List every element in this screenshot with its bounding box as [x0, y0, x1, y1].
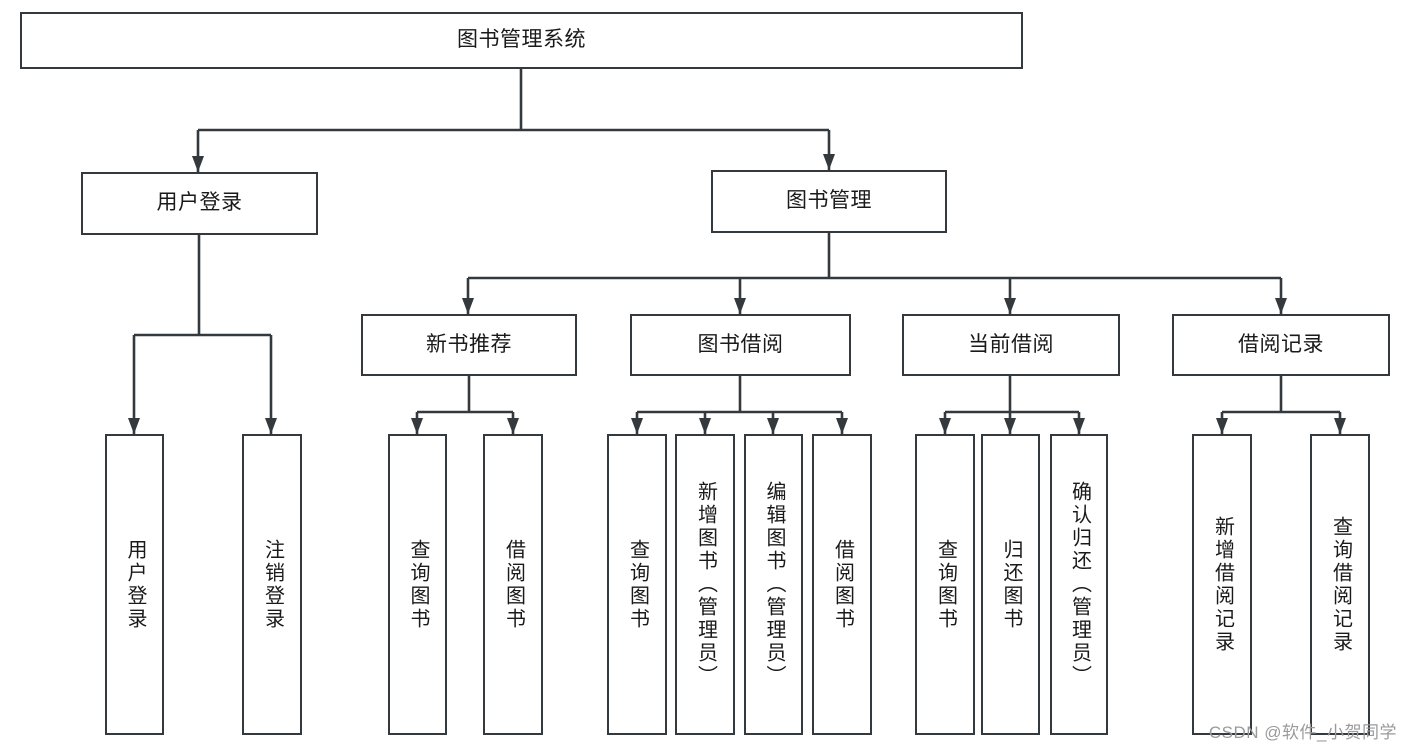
node-leaf-12[interactable]: 查询借阅记录: [1310, 434, 1370, 735]
node-label: 图书管理系统: [457, 28, 586, 52]
arrowhead-icon: [462, 298, 474, 314]
arrowhead-icon: [128, 418, 140, 434]
node-label: 用户登录: [124, 538, 146, 631]
node-label: 借阅图书: [831, 538, 854, 631]
arrowhead-icon: [767, 418, 779, 434]
arrowhead-icon: [1073, 418, 1085, 434]
arrowhead-icon: [1004, 418, 1016, 434]
arrowhead-icon: [1004, 298, 1016, 314]
node-level3-2[interactable]: 当前借阅: [902, 314, 1120, 376]
arrowhead-icon: [734, 298, 746, 314]
node-label: 新增图书（管理员）: [694, 481, 717, 688]
connector-arrowheads: [128, 154, 1346, 434]
node-label: 确认归还（管理员）: [1068, 481, 1091, 688]
node-leaf-2[interactable]: 查询图书: [388, 434, 447, 735]
node-label: 注销登录: [261, 538, 284, 631]
node-label: 查询图书: [407, 538, 429, 631]
connector-lines: [132, 69, 1342, 434]
node-label: 图书管理: [786, 189, 872, 213]
arrowhead-icon: [411, 418, 423, 434]
node-level3-3[interactable]: 借阅记录: [1172, 314, 1390, 376]
arrowhead-icon: [823, 154, 835, 170]
node-label: 用户登录: [156, 191, 243, 215]
node-leaf-10[interactable]: 确认归还（管理员）: [1050, 434, 1108, 735]
arrowhead-icon: [1216, 418, 1228, 434]
node-leaf-1[interactable]: 注销登录: [242, 434, 302, 735]
node-label: 新书推荐: [426, 332, 512, 356]
node-leaf-4[interactable]: 查询图书: [607, 434, 667, 735]
arrowhead-icon: [1334, 418, 1346, 434]
node-label: 借阅记录: [1238, 332, 1324, 356]
node-leaf-8[interactable]: 查询图书: [915, 434, 975, 735]
node-root[interactable]: 图书管理系统: [20, 12, 1023, 69]
node-leaf-0[interactable]: 用户登录: [105, 434, 164, 735]
arrowhead-icon: [1275, 298, 1287, 314]
arrowhead-icon: [939, 418, 951, 434]
node-label: 归还图书: [1000, 538, 1022, 631]
node-level2-1[interactable]: 图书管理: [711, 170, 947, 233]
arrowhead-icon: [631, 418, 643, 434]
node-label: 当前借阅: [968, 332, 1054, 356]
arrowhead-icon: [265, 418, 277, 434]
node-leaf-7[interactable]: 借阅图书: [812, 434, 872, 735]
node-level2-0[interactable]: 用户登录: [81, 172, 318, 235]
arrowhead-icon: [507, 418, 519, 434]
node-level3-1[interactable]: 图书借阅: [630, 314, 851, 376]
arrowhead-icon: [192, 156, 204, 172]
node-leaf-9[interactable]: 归还图书: [981, 434, 1040, 735]
node-leaf-3[interactable]: 借阅图书: [483, 434, 543, 735]
node-label: 借阅图书: [502, 538, 525, 631]
node-label: 新增借阅记录: [1211, 515, 1234, 654]
node-leaf-5[interactable]: 新增图书（管理员）: [675, 434, 735, 735]
node-label: 编辑图书（管理员）: [763, 481, 785, 688]
node-level3-0[interactable]: 新书推荐: [361, 314, 577, 376]
arrowhead-icon: [699, 418, 711, 434]
node-leaf-6[interactable]: 编辑图书（管理员）: [744, 434, 803, 735]
node-label: 查询借阅记录: [1329, 515, 1352, 654]
node-leaf-11[interactable]: 新增借阅记录: [1192, 434, 1252, 735]
node-label: 查询图书: [934, 538, 957, 631]
node-label: 图书借阅: [697, 332, 784, 356]
node-label: 查询图书: [626, 538, 649, 631]
arrowhead-icon: [836, 418, 848, 434]
